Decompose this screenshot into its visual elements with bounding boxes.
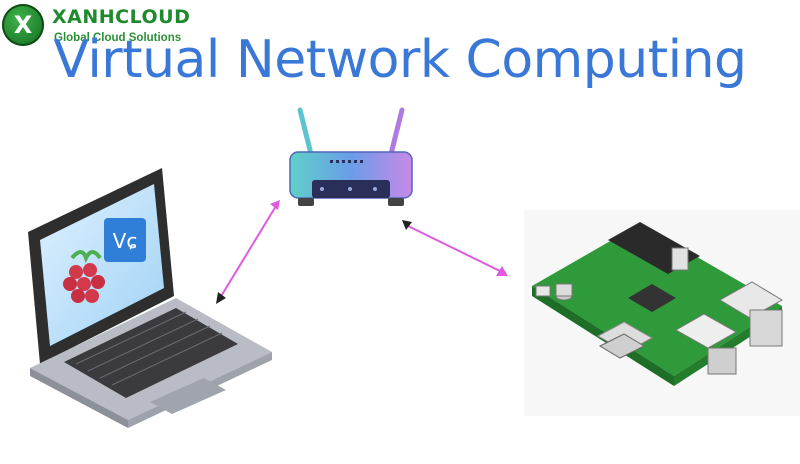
raspberry-pi-board-icon [524, 210, 800, 416]
svg-text:Vɕ: Vɕ [113, 229, 138, 253]
brand-logo: X XANHCLOUD Global Cloud Solutions [2, 2, 212, 48]
laptop-icon: Vɕ [28, 168, 272, 428]
brand-name: XANHCLOUD [52, 6, 191, 28]
raspberry-pi-logo-icon [63, 250, 105, 303]
connection-laptop-router [216, 200, 280, 304]
brand-badge-icon: X [2, 4, 44, 46]
vnc-logo-icon: Vɕ [104, 218, 146, 262]
router-icon [289, 107, 413, 206]
connection-router-board [402, 220, 508, 276]
brand-tagline: Global Cloud Solutions [54, 32, 182, 44]
page-title: Virtual Network Computing [53, 30, 747, 90]
